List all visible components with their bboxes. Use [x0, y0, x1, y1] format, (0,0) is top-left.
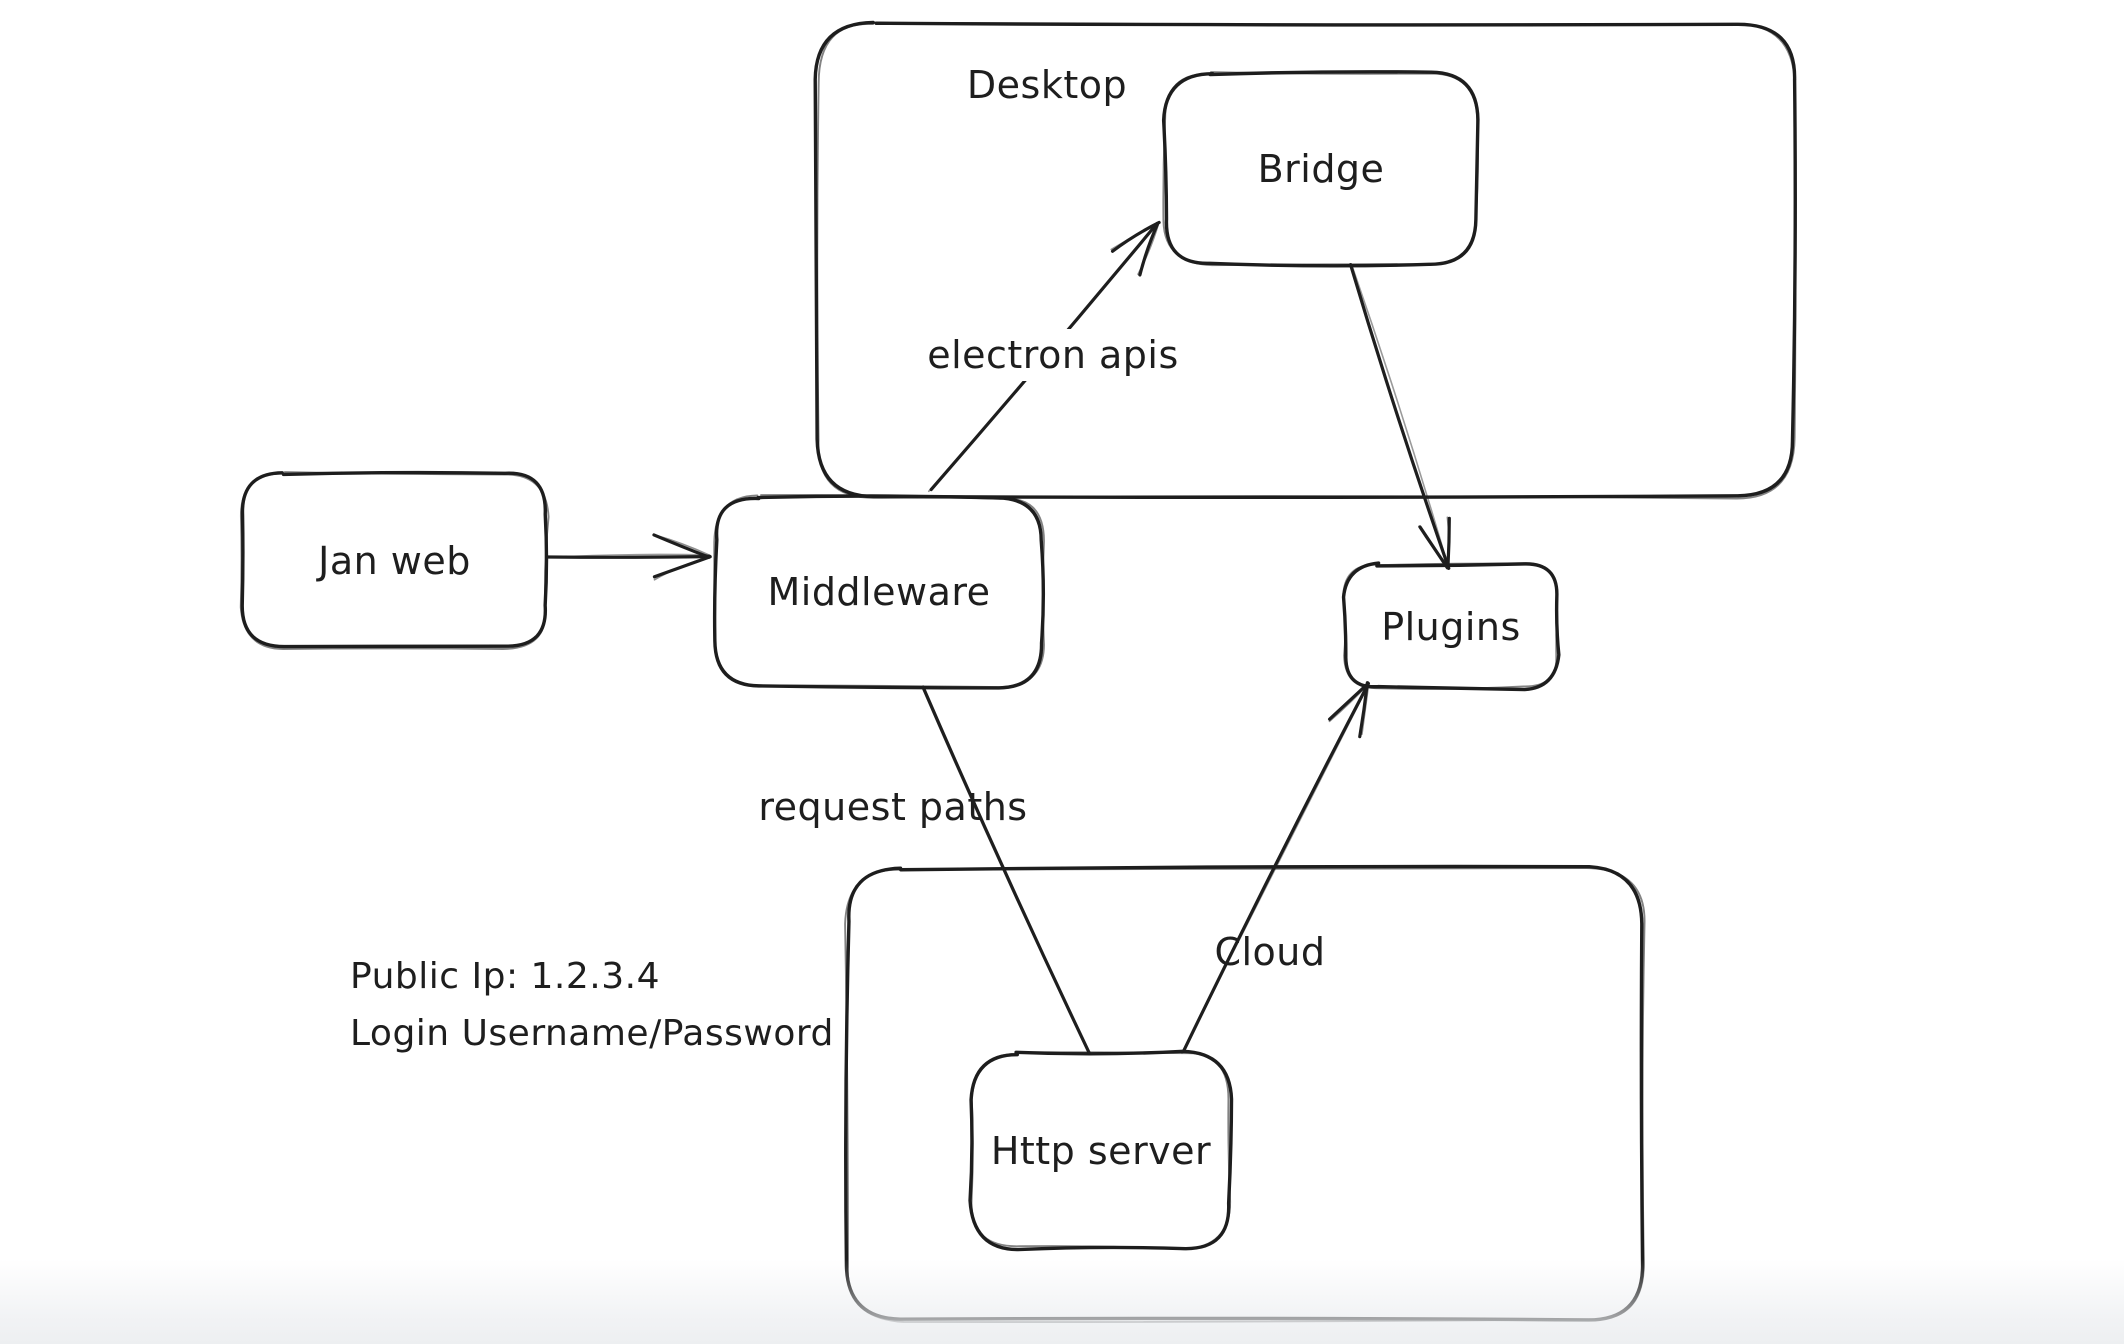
- node-jan-web-label: Jan web: [318, 538, 471, 583]
- note-credentials-line2: Login Username/Password: [350, 1013, 834, 1054]
- edge-jan-web-to-middleware: [546, 555, 712, 559]
- note-credentials-line1: Public Ip: 1.2.3.4: [350, 956, 660, 997]
- arrowhead-ghost-jan-web-to-middleware: [653, 556, 710, 581]
- node-http-server[interactable]: Http server: [972, 1053, 1230, 1248]
- node-bridge-label: Bridge: [1257, 147, 1385, 191]
- node-jan-web[interactable]: Jan web: [242, 473, 547, 648]
- arrowhead-ghost-http-server-to-plugins: [1361, 681, 1370, 735]
- arrowhead-bridge-to-plugins: [1446, 516, 1451, 568]
- node-middleware[interactable]: Middleware: [715, 497, 1043, 687]
- arrowhead-bridge-to-plugins: [1418, 525, 1449, 570]
- edge-label-electron-apis[interactable]: electron apis: [913, 329, 1193, 381]
- container-desktop-title[interactable]: Desktop: [966, 63, 1128, 107]
- arrowhead-http-server-to-plugins: [1358, 681, 1369, 739]
- arrowhead-jan-web-to-middleware: [652, 555, 712, 579]
- edge-ghost-jan-web-to-middleware: [548, 553, 711, 559]
- node-middleware-label: Middleware: [767, 570, 991, 614]
- arrowhead-ghost-bridge-to-plugins: [1446, 516, 1450, 569]
- node-plugins[interactable]: Plugins: [1345, 565, 1557, 688]
- node-http-server-label: Http server: [990, 1128, 1212, 1173]
- arrowhead-ghost-http-server-to-plugins: [1328, 684, 1369, 723]
- arrowhead-ghost-bridge-to-plugins: [1418, 525, 1450, 567]
- node-bridge[interactable]: Bridge: [1165, 73, 1477, 265]
- edge-label-request-paths[interactable]: request paths: [758, 785, 1028, 829]
- arrowhead-http-server-to-plugins: [1328, 681, 1370, 721]
- note-credentials[interactable]: Public Ip: 1.2.3.4 Login Username/Passwo…: [350, 948, 834, 1062]
- container-cloud-title[interactable]: Cloud: [1214, 930, 1326, 974]
- arrowhead-jan-web-to-middleware: [652, 533, 711, 559]
- node-plugins-label: Plugins: [1381, 604, 1521, 649]
- arrowhead-ghost-jan-web-to-middleware: [653, 534, 711, 557]
